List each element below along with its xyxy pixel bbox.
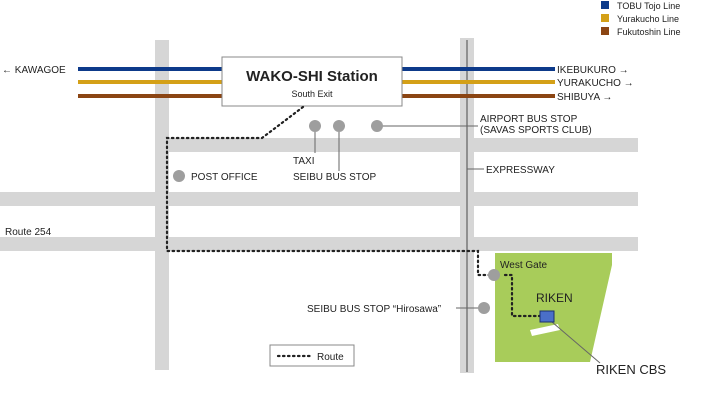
west-gate-label: West Gate — [500, 260, 547, 271]
legend-swatch-yurakucho — [601, 14, 609, 22]
riken-cbs-building — [539, 310, 555, 323]
airport-bus-label-1: AIRPORT BUS STOP — [480, 114, 578, 125]
road-route254 — [0, 237, 638, 251]
ikebukuro-label: IKEBUKURO → — [557, 65, 629, 76]
riken-cbs-label: RIKEN CBS — [596, 362, 666, 377]
post-office-marker — [173, 170, 185, 182]
west-gate-marker — [488, 269, 500, 281]
post-office-label: POST OFFICE — [191, 172, 258, 183]
taxi-marker — [309, 120, 321, 132]
seibu-bus-label: SEIBU BUS STOP — [293, 172, 377, 183]
road-horizontal-1 — [162, 138, 638, 152]
seibu-hirosawa-marker — [478, 302, 490, 314]
legend-swatch-tobu — [601, 1, 609, 9]
station-exit: South Exit — [291, 89, 333, 99]
station-box — [221, 56, 403, 107]
road-vertical-left — [155, 40, 169, 370]
walking-route — [165, 105, 492, 277]
legend-label-fukutoshin: Fukutoshin Line — [617, 27, 681, 37]
route254-label: Route 254 — [5, 227, 52, 238]
walking-route-riken — [503, 273, 542, 318]
seibu-hirosawa-label: SEIBU BUS STOP “Hirosawa” — [307, 304, 441, 315]
seibu-bus-marker — [333, 120, 345, 132]
riken-label: RIKEN — [536, 291, 573, 305]
kawagoe-label: ← KAWAGOE — [2, 65, 66, 76]
riken-inner-white — [530, 324, 560, 336]
legend-label-yurakucho: Yurakucho Line — [617, 14, 679, 24]
legend-swatch-fukutoshin — [601, 27, 609, 35]
route-legend: Route — [269, 344, 355, 367]
riken-campus-area — [495, 253, 612, 362]
taxi-label: TAXI — [293, 156, 314, 167]
shibuya-label: SHIBUYA → — [557, 92, 612, 103]
expressway-label: EXPRESSWAY — [486, 165, 555, 176]
legend-label-tobu: TOBU Tojo Line — [617, 1, 680, 11]
route-legend-label: Route — [317, 352, 344, 363]
roads — [0, 38, 638, 373]
airport-bus-label-2: (SAVAS SPORTS CLUB) — [480, 125, 592, 136]
station-name: WAKO-SHI Station — [246, 68, 378, 85]
line-legend: TOBU Tojo Line Yurakucho Line Fukutoshin… — [601, 1, 681, 37]
route-legend-box — [269, 344, 355, 367]
riken-cbs-leader — [551, 321, 601, 364]
airport-bus-marker — [371, 120, 383, 132]
yurakucho-label: YURAKUCHO → — [557, 78, 634, 89]
road-horizontal-2 — [0, 192, 638, 206]
